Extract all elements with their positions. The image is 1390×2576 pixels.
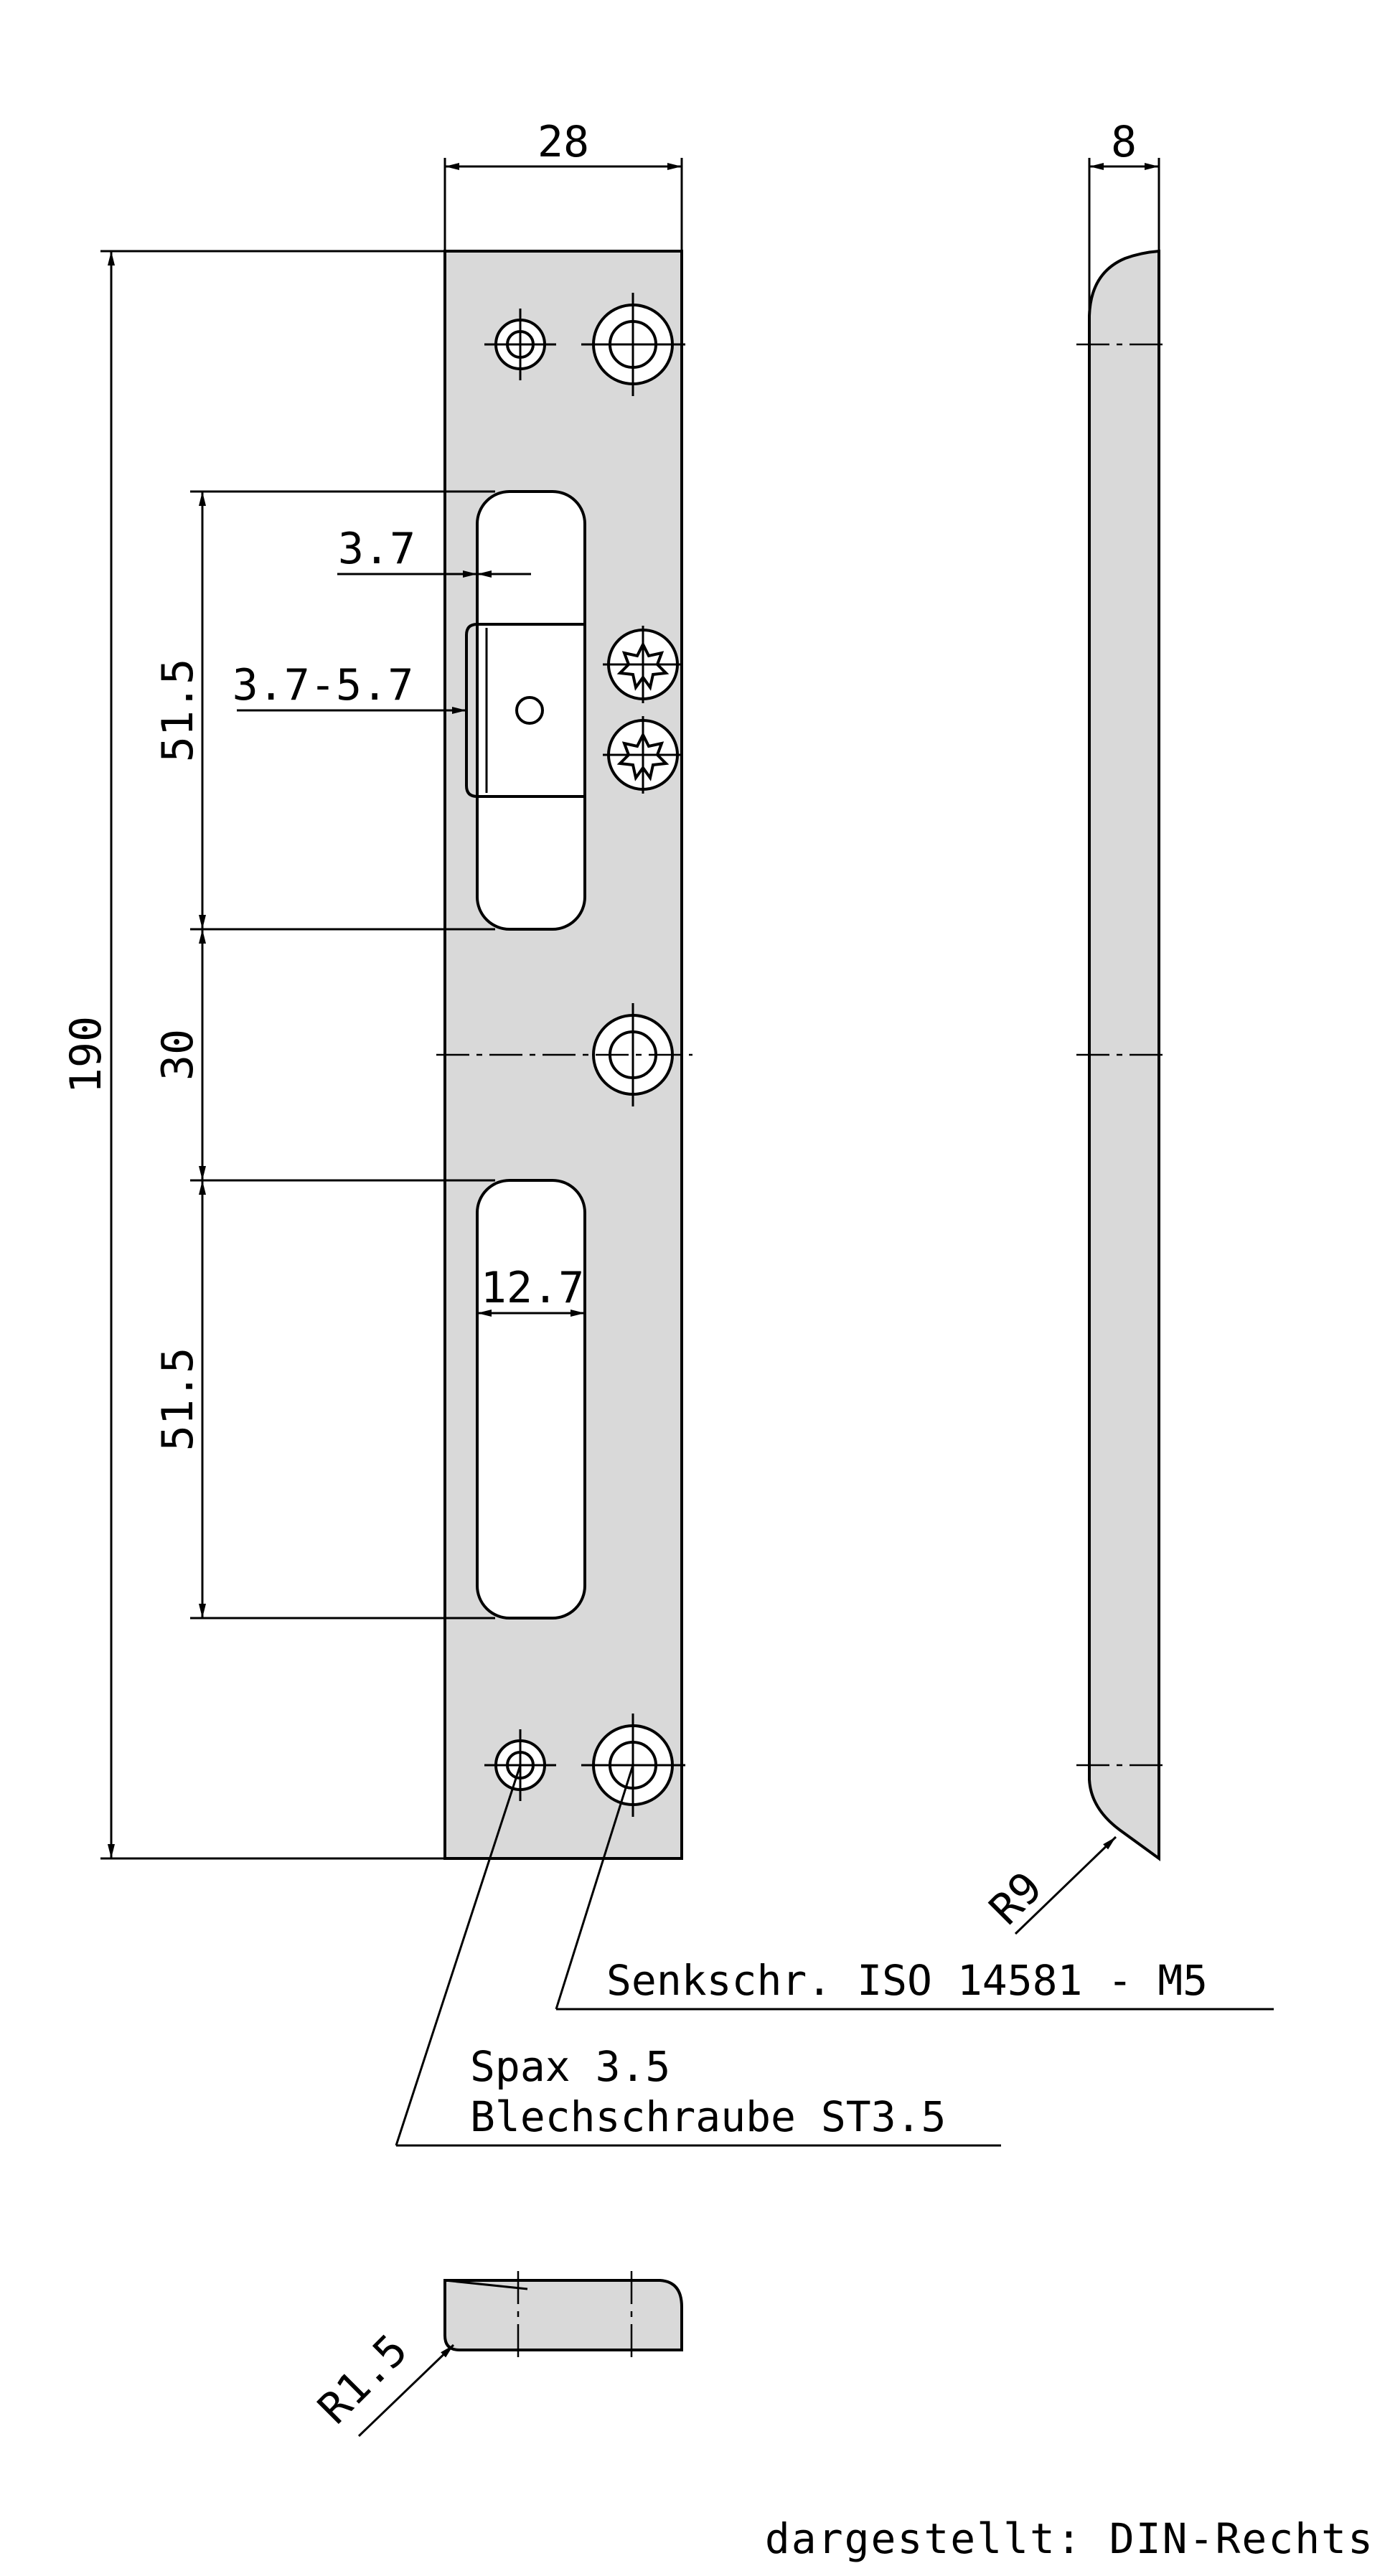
dim-offset-range: 3.7-5.7: [233, 660, 466, 714]
front-view: [436, 250, 692, 1860]
dim-slot-spacing-label: 30: [153, 1029, 203, 1081]
spax-label-line1: Spax 3.5: [470, 2042, 670, 2091]
lower-latch-slot: [476, 1179, 586, 1620]
screw-hole-middle: [436, 1003, 692, 1106]
spax-label-line2: Blechschraube ST3.5: [470, 2092, 946, 2141]
torx-screw-upper: [603, 626, 683, 703]
section-view: [443, 2271, 683, 2361]
dim-radius-side: R9: [980, 1835, 1117, 1935]
countersunk-screw-label: Senkschr. ISO 14581 - M5: [606, 1956, 1208, 2005]
dim-thickness: 8: [1088, 117, 1160, 316]
dim-width: 28: [443, 117, 683, 251]
dim-slot-lower: 51.5: [153, 1180, 495, 1620]
dim-slot-upper: 51.5: [153, 490, 495, 931]
dim-width-label: 28: [537, 117, 589, 167]
dim-radius-side-label: R9: [980, 1863, 1053, 1935]
dim-offset-small-label: 3.7: [338, 524, 415, 574]
footnote-label: dargestellt: DIN-Rechts: [765, 2514, 1374, 2563]
dim-total-height: 190: [61, 250, 445, 1860]
latch-insert: [465, 623, 586, 798]
dim-radius-section-label: R1.5: [309, 2325, 418, 2434]
countersunk-screw-callout: Senkschr. ISO 14581 - M5: [555, 1764, 1274, 2011]
spax-screw-callout: Spax 3.5 Blechschraube ST3.5: [395, 1764, 1001, 2147]
upper-latch-slot: [465, 490, 586, 931]
dim-slot-width-label: 12.7: [481, 1263, 585, 1313]
dim-slot-lower-label: 51.5: [153, 1348, 203, 1452]
side-view: [1076, 249, 1170, 1861]
screw-hole-top-right: [581, 293, 685, 396]
dim-radius-section: R1.5: [309, 2325, 455, 2438]
screw-hole-top-left: [484, 309, 556, 380]
dim-thickness-label: 8: [1111, 117, 1137, 167]
dim-slot-width: 12.7: [477, 1263, 585, 1317]
dim-offset-range-label: 3.7-5.7: [233, 660, 414, 710]
dim-slot-upper-label: 51.5: [153, 659, 203, 763]
side-profile: [1088, 249, 1160, 1861]
torx-screw-lower: [603, 716, 683, 794]
section-profile: [443, 2279, 683, 2351]
dim-slot-spacing: 30: [153, 929, 495, 1182]
dim-offset-small: 3.7: [337, 524, 531, 578]
dim-total-height-label: 190: [61, 1016, 111, 1094]
